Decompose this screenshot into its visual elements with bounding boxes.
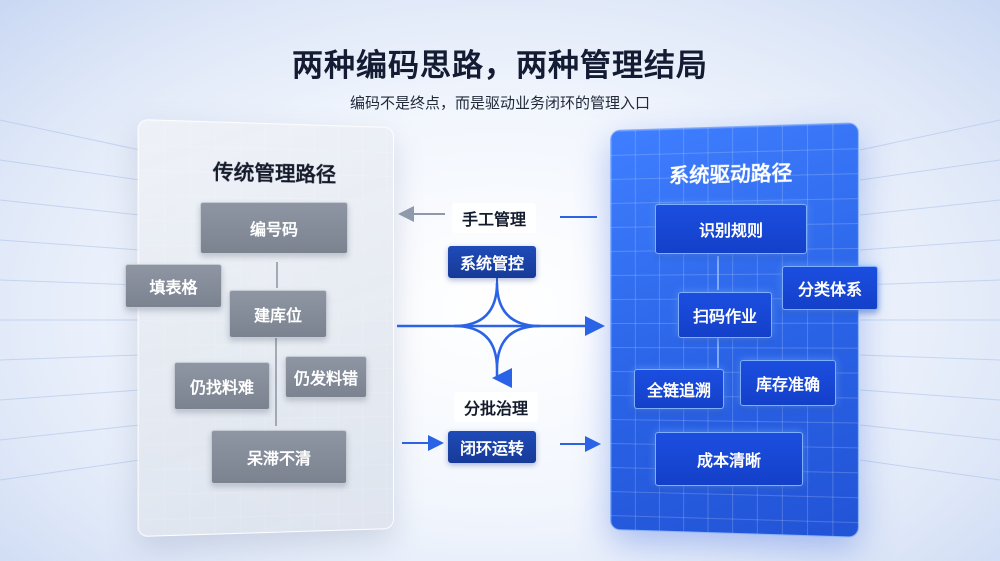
right-item-scan-operation: 扫码作业 bbox=[678, 292, 772, 338]
system-control-label: 系统管控 bbox=[448, 246, 537, 278]
left-item-wrong-issue: 仍发料错 bbox=[285, 356, 367, 398]
right-item-accurate-inventory: 库存准确 bbox=[740, 360, 836, 406]
right-item-full-trace: 全链追溯 bbox=[634, 369, 724, 409]
right-item-recognition-rules: 识别规则 bbox=[655, 204, 807, 254]
left-item-hard-to-find: 仍找料难 bbox=[174, 362, 270, 410]
manual-management-label: 手工管理 bbox=[452, 203, 537, 233]
page-subtitle: 编码不是终点，而是驱动业务闭环的管理入口 bbox=[349, 94, 650, 112]
left-item-number-code: 编号码 bbox=[200, 202, 348, 254]
left-item-unclear-stagnant: 呆滞不清 bbox=[211, 430, 347, 484]
closed-loop-label: 闭环运转 bbox=[448, 431, 537, 463]
page-title: 两种编码思路，两种管理结局 bbox=[292, 48, 708, 84]
left-item-fill-form: 填表格 bbox=[125, 264, 222, 308]
left-item-build-location: 建库位 bbox=[229, 290, 327, 338]
right-item-clear-cost: 成本清晰 bbox=[655, 432, 803, 486]
right-item-classification-system: 分类体系 bbox=[782, 266, 878, 310]
batch-governance-label: 分批治理 bbox=[454, 392, 539, 422]
